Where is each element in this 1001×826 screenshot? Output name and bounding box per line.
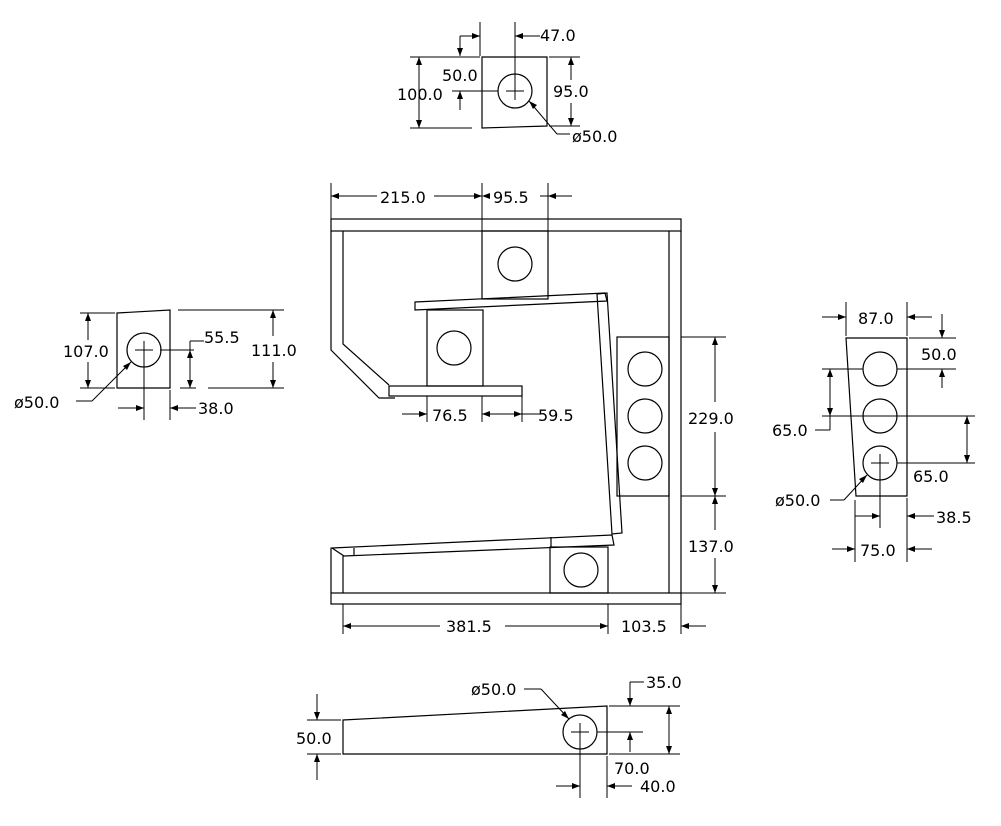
bottom-dim-35: 35.0: [646, 673, 682, 692]
frame-right-hole-2: [627, 398, 663, 434]
main-dim-59-5: 59.5: [538, 406, 574, 425]
bottom-dim-50: 50.0: [296, 729, 332, 748]
frame-top-hole: [497, 246, 533, 282]
top-part-view: 47.0 50.0 100.0 95.0 ø50.0: [397, 22, 617, 146]
top-part-outline: [481, 56, 548, 129]
bottom-dim-70: 70.0: [614, 759, 650, 778]
main-dim-76-5: 76.5: [432, 406, 468, 425]
main-frame-view: 215.0 95.5 76.5 59.5 229.0 137.0: [330, 183, 734, 636]
top-dim-100: 100.0: [397, 85, 443, 104]
main-dim-137: 137.0: [688, 537, 734, 556]
frame-right-hole-1: [627, 351, 663, 387]
bottom-part-view: ø50.0 35.0 50.0 70.0 40.0: [296, 673, 682, 798]
right-dim-65-left: 65.0: [772, 421, 808, 440]
left-dim-111: 111.0: [251, 341, 297, 360]
right-dim-75: 75.0: [860, 541, 896, 560]
main-dim-95-5: 95.5: [493, 188, 529, 207]
bottom-part-outline: [342, 705, 608, 755]
right-part-view: 87.0 50.0 65.0 65.0 ø50.0 38.5 75.0: [772, 302, 975, 562]
main-dim-215: 215.0: [380, 188, 426, 207]
right-dim-50: 50.0: [921, 345, 957, 364]
left-part-outline: [116, 309, 171, 389]
frame-bottom-bar: [330, 592, 682, 605]
frame-top-bar: [330, 218, 682, 232]
main-dim-381-5: 381.5: [446, 617, 492, 636]
left-dia-50: ø50.0: [14, 393, 59, 412]
main-dim-229: 229.0: [688, 409, 734, 428]
right-dia-50: ø50.0: [775, 491, 820, 510]
left-dim-55-5: 55.5: [204, 328, 240, 347]
left-dim-38: 38.0: [198, 399, 234, 418]
bottom-dia-50: ø50.0: [471, 680, 516, 699]
main-dim-103-5: 103.5: [621, 617, 667, 636]
frame-right-block: [616, 336, 670, 497]
frame-left-block: [426, 309, 484, 387]
frame-bottom-block: [549, 546, 609, 594]
right-part-hole-1: [862, 351, 898, 387]
bottom-dim-40: 40.0: [640, 777, 676, 796]
frame-left-hole: [436, 330, 472, 366]
top-dim-50: 50.0: [442, 66, 478, 85]
left-part-view: 107.0 55.5 111.0 ø50.0 38.0: [14, 309, 297, 420]
frame-lower-arm: [330, 534, 615, 557]
left-dim-107: 107.0: [63, 342, 109, 361]
frame-left-rail: [388, 385, 523, 397]
frame-right-hole-3: [627, 445, 663, 481]
top-dia-50: ø50.0: [572, 127, 617, 146]
frame-left-bar: [330, 231, 395, 399]
top-dim-95: 95.0: [553, 82, 589, 101]
frame-upper-arm: [414, 292, 608, 311]
frame-bottom-hole: [563, 552, 599, 588]
right-dim-87: 87.0: [858, 309, 894, 328]
frame-top-block: [481, 230, 549, 300]
right-dim-38-5: 38.5: [936, 508, 972, 527]
top-dim-47: 47.0: [540, 26, 576, 45]
right-dim-65-right: 65.0: [913, 467, 949, 486]
right-part-outline: [845, 337, 908, 497]
